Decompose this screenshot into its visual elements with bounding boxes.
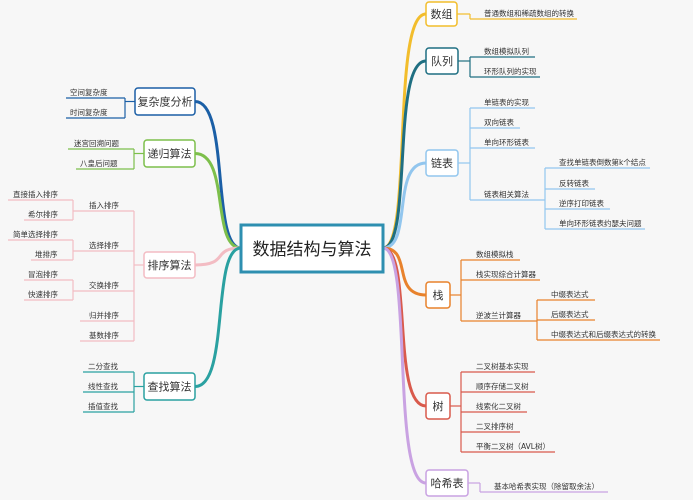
topic-label[interactable]: 二叉树基本实现 [476, 361, 529, 371]
topic-box[interactable] [425, 149, 459, 177]
main-branch-curve [194, 100, 242, 250]
topic-label[interactable]: 中缀表达式 [551, 289, 589, 299]
topic-label[interactable]: 二叉排序树 [476, 421, 514, 431]
nodes: 普通数组和稀疏数组的转换数组数组模拟队列环形队列的实现队列单链表的实现双向链表单… [8, 1, 660, 497]
topic-box[interactable] [143, 139, 196, 168]
topic-label[interactable]: 双向链表 [484, 117, 514, 127]
root-topic[interactable]: 数据结构与算法 [239, 223, 385, 274]
topic-box-label: 排序算法 [148, 258, 192, 272]
topic-label[interactable]: 逆波兰计算器 [476, 310, 521, 320]
main-branch-curve [382, 246, 427, 297]
main-branch-curve [194, 246, 242, 267]
topic-label[interactable]: 归并排序 [89, 310, 119, 320]
root-box[interactable] [239, 223, 385, 274]
topic-box-label: 队列 [431, 54, 453, 68]
topic-label[interactable]: 栈实现综合计算器 [476, 269, 536, 279]
topic-label[interactable]: 冒泡排序 [28, 269, 58, 279]
topic-box-label: 哈希表 [431, 476, 464, 490]
topic-label[interactable]: 单链表的实现 [484, 97, 529, 107]
topic-label[interactable]: 二分查找 [88, 361, 118, 371]
topic-label[interactable]: 堆排序 [35, 249, 58, 259]
topic-box-label: 查找算法 [148, 380, 192, 394]
topic-label[interactable]: 时间复杂度 [70, 107, 108, 117]
topic-label[interactable]: 插值查找 [88, 401, 118, 411]
topic-box-label: 数组 [431, 7, 453, 21]
main-branches [194, 12, 427, 485]
topic-label[interactable]: 插入排序 [89, 200, 119, 210]
topic-label[interactable]: 单向环形链表 [484, 137, 529, 147]
topic-label[interactable]: 查找单链表倒数第k个结点 [559, 157, 646, 167]
topic-label[interactable]: 平衡二叉树（AVL树） [476, 441, 550, 451]
topic-box[interactable] [425, 281, 451, 309]
topic-label[interactable]: 直接插入排序 [13, 189, 58, 199]
topic-box-label: 树 [433, 399, 444, 413]
topic-box[interactable] [143, 251, 196, 279]
topic-label[interactable]: 基本哈希表实现（除留取余法） [494, 481, 599, 491]
topic-label[interactable]: 普通数组和稀疏数组的转换 [484, 8, 574, 18]
topic-box[interactable] [425, 469, 469, 497]
root-label: 数据结构与算法 [253, 240, 372, 260]
main-branch-curve [382, 246, 427, 485]
branch-right-5: 基本哈希表实现（除留取余法） 哈希表 [425, 469, 608, 497]
topic-box-label: 递归算法 [148, 147, 192, 161]
main-branch-curve [194, 152, 242, 250]
topic-box[interactable] [134, 87, 196, 116]
topic-label[interactable]: 选择排序 [89, 240, 119, 250]
topic-box[interactable] [425, 392, 451, 420]
topic-box-label: 复杂度分析 [138, 95, 193, 109]
topic-label[interactable]: 希尔排序 [28, 209, 58, 219]
topic-label[interactable]: 空间复杂度 [70, 87, 108, 97]
main-branch-curve [382, 161, 427, 250]
topic-label[interactable]: 数组模拟队列 [484, 46, 529, 56]
topic-label[interactable]: 八皇后问题 [80, 158, 118, 168]
branch-right-0: 普通数组和稀疏数组的转换 数组 [425, 1, 577, 27]
topic-label[interactable]: 链表相关算法 [484, 189, 529, 199]
topic-box[interactable] [425, 1, 458, 27]
topic-label[interactable]: 简单选择排序 [13, 229, 58, 239]
main-branch-curve [382, 59, 427, 250]
topic-label[interactable]: 迷宫回溯问题 [74, 138, 119, 148]
topic-box[interactable] [425, 47, 459, 75]
topic-label[interactable]: 快速排序 [28, 289, 58, 299]
topic-label[interactable]: 中缀表达式和后缀表达式的转换 [551, 329, 656, 339]
main-branch-curve [194, 246, 242, 388]
topic-label[interactable]: 逆序打印链表 [559, 198, 604, 208]
topic-label[interactable]: 反转链表 [559, 178, 589, 188]
topic-label[interactable]: 顺序存储二叉树 [476, 381, 529, 391]
topic-label[interactable]: 线性查找 [88, 381, 118, 391]
topic-label[interactable]: 单向环形链表约瑟夫问题 [559, 218, 642, 228]
topic-box-label: 链表 [431, 156, 453, 170]
topic-box[interactable] [143, 372, 196, 401]
topic-label[interactable]: 数组模拟栈 [476, 249, 514, 259]
topic-box-label: 栈 [433, 288, 444, 302]
topic-label[interactable]: 交换排序 [89, 280, 119, 290]
topic-label[interactable]: 后缀表达式 [551, 309, 589, 319]
topic-label[interactable]: 环形队列的实现 [484, 66, 537, 76]
topic-label[interactable]: 线索化二叉树 [476, 401, 521, 411]
topic-label[interactable]: 基数排序 [89, 330, 119, 340]
